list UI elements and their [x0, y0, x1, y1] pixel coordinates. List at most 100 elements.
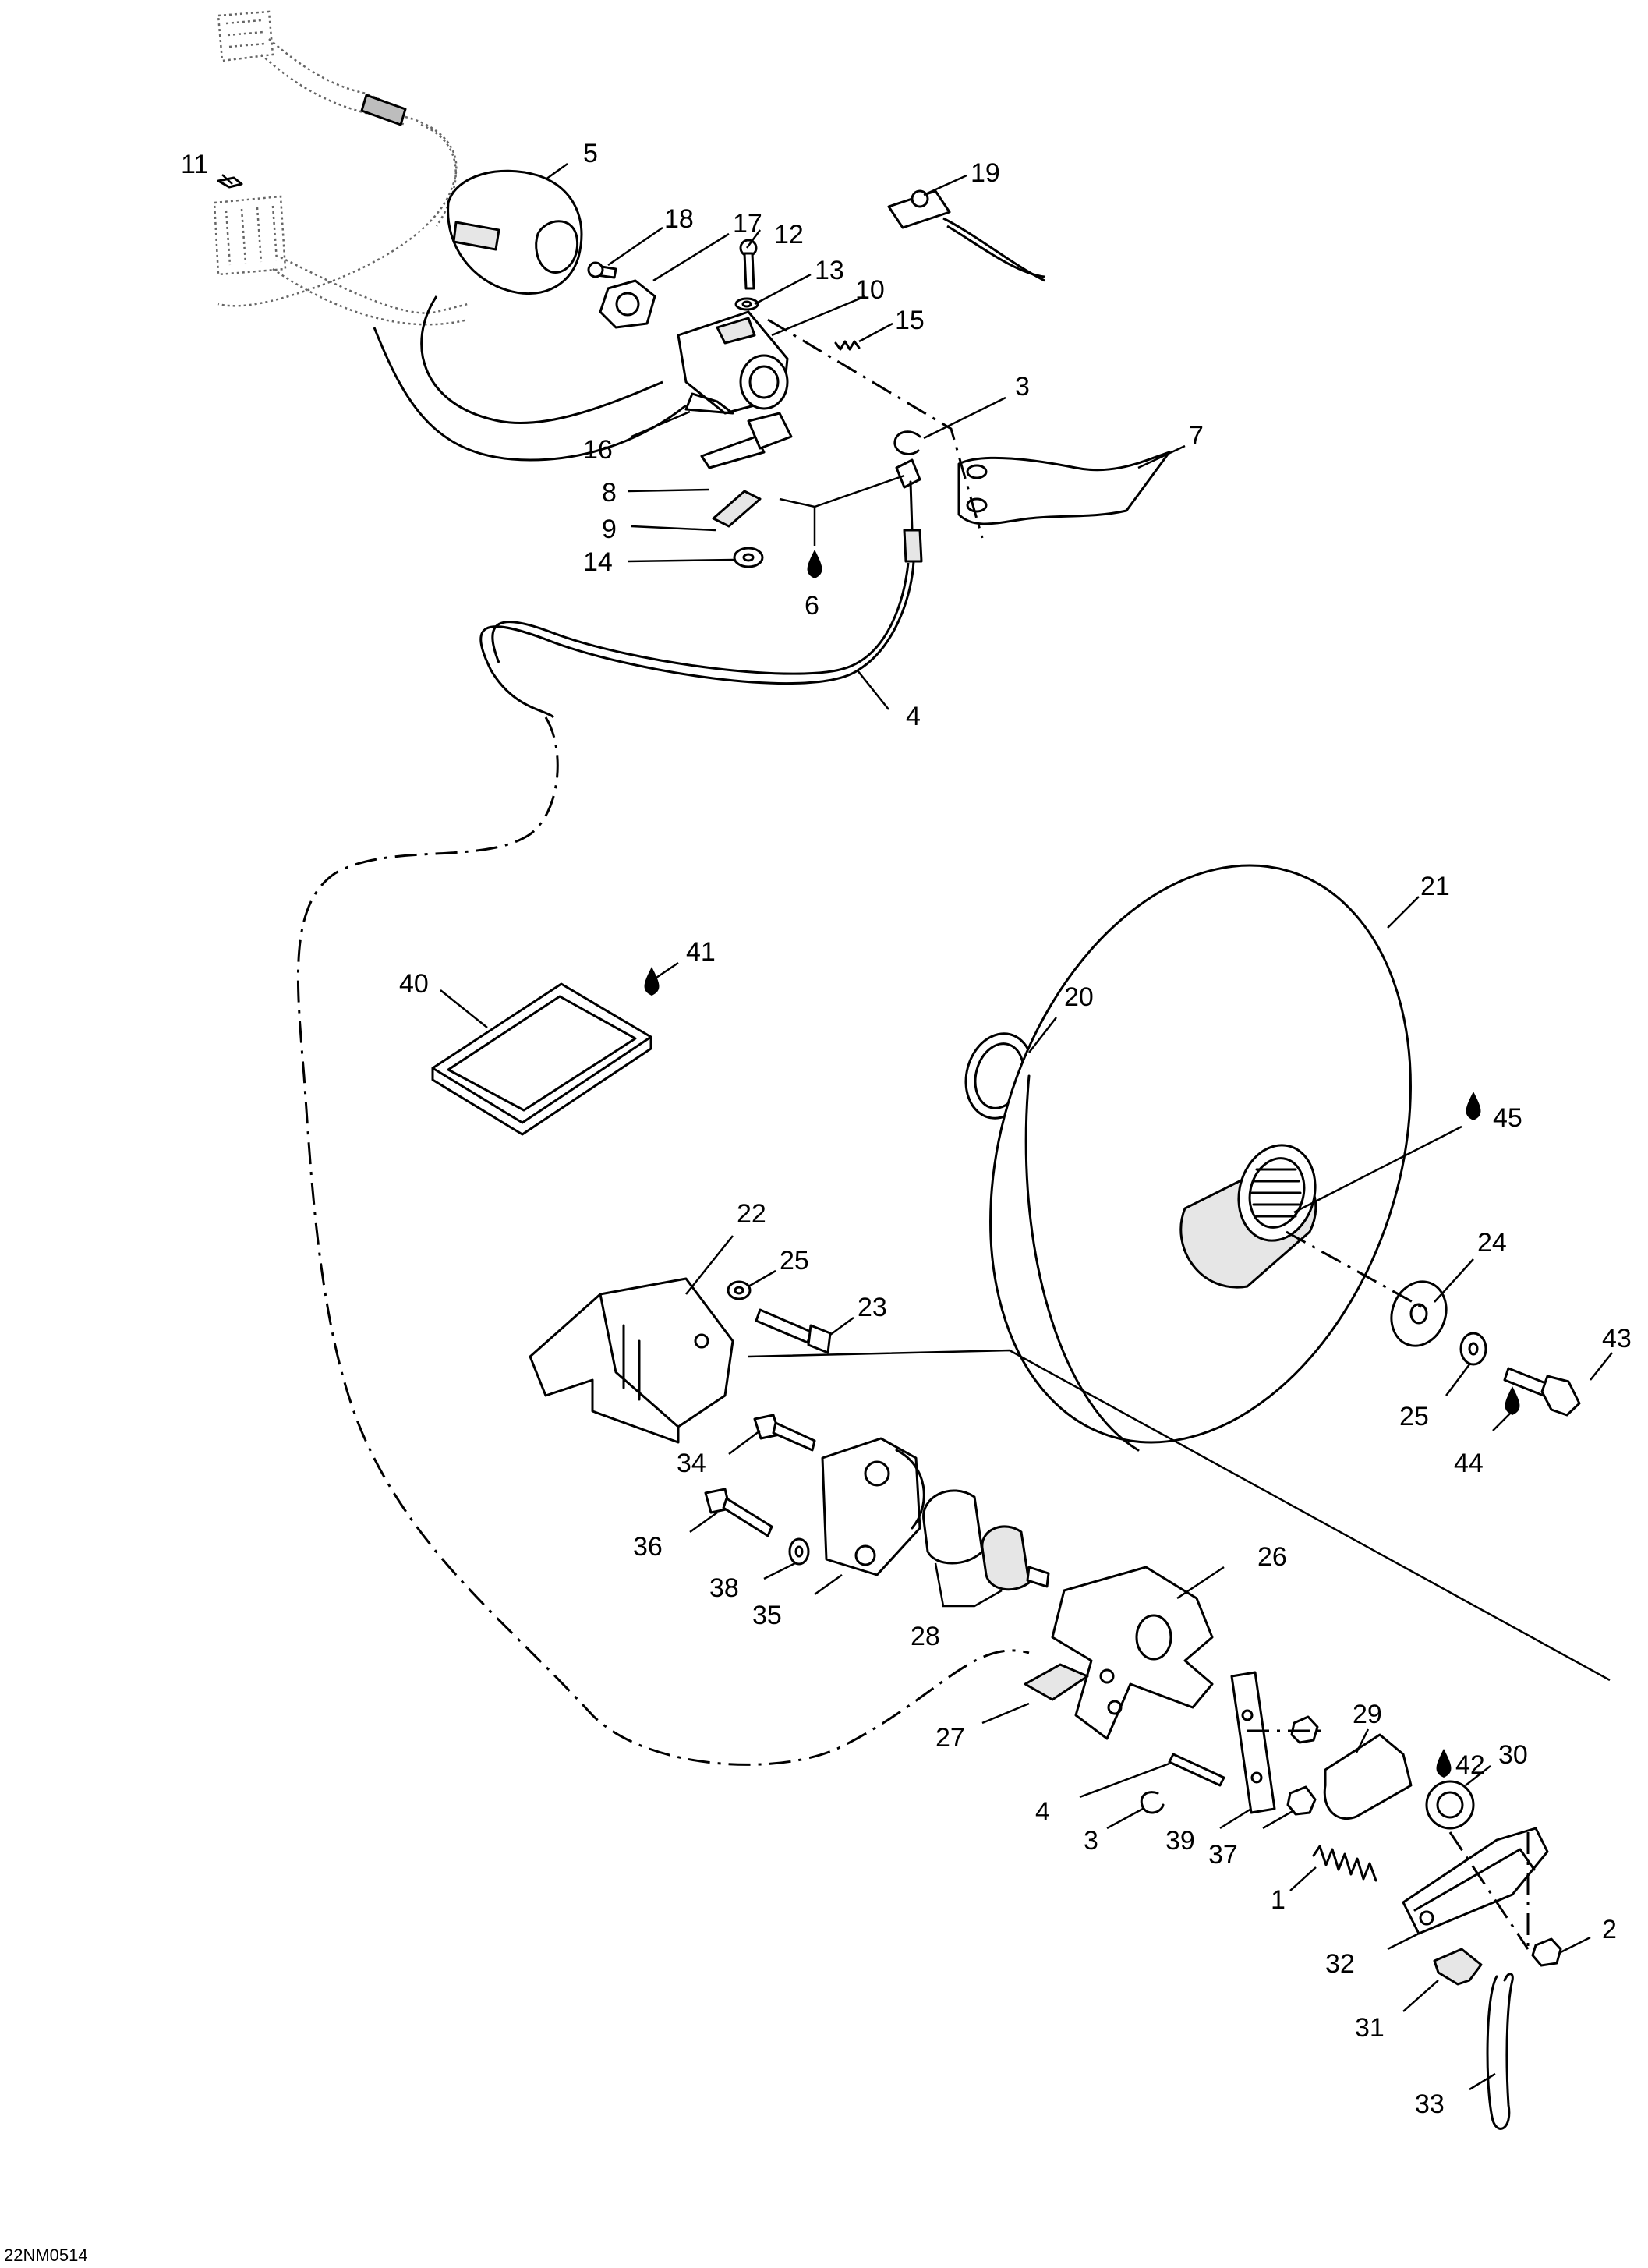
- oil-drop-icon-42: [1436, 1749, 1452, 1778]
- bolt-23: [755, 1308, 832, 1354]
- connector-11: [213, 176, 469, 326]
- callout-5: 5: [583, 139, 598, 168]
- lock-washer-14: [733, 547, 764, 568]
- callout-13: 13: [815, 256, 844, 285]
- callout-21: 21: [1420, 872, 1450, 901]
- callout-25-left: 25: [780, 1246, 809, 1276]
- callout-39: 39: [1165, 1826, 1195, 1856]
- callout-22: 22: [737, 1199, 766, 1229]
- throttle-lever-7: [957, 451, 1171, 525]
- callout-10: 10: [855, 275, 885, 305]
- callout-4-top: 4: [906, 702, 921, 731]
- callout-33: 33: [1415, 2089, 1445, 2119]
- callout-26: 26: [1257, 1542, 1287, 1572]
- callout-31: 31: [1355, 2013, 1385, 2043]
- cover-plate-40: [431, 982, 652, 1136]
- spring-clip-27: [1024, 1663, 1089, 1701]
- screw-17: [739, 239, 758, 290]
- connector-19: [887, 189, 1045, 282]
- callout-34: 34: [677, 1449, 706, 1478]
- callout-3-top: 3: [1015, 372, 1030, 402]
- leader-lines: [221, 162, 1613, 2091]
- screw-18: [587, 261, 617, 279]
- callout-15: 15: [895, 306, 925, 335]
- callout-17: 17: [733, 209, 762, 239]
- callout-8: 8: [602, 478, 617, 508]
- bracket-39: [1230, 1671, 1276, 1814]
- bolt-34: [753, 1414, 816, 1452]
- lever-8: [700, 412, 793, 469]
- assembly-boundary-phantom: [296, 716, 1030, 1766]
- callout-24: 24: [1477, 1228, 1507, 1258]
- brake-disc-21: [989, 864, 1412, 1452]
- callout-40: 40: [399, 969, 429, 999]
- callout-23: 23: [858, 1293, 887, 1322]
- callout-35: 35: [752, 1601, 782, 1630]
- callout-7: 7: [1189, 421, 1204, 451]
- callout-18: 18: [664, 204, 694, 234]
- pin-4-lower: [1168, 1753, 1225, 1787]
- callout-25-right: 25: [1399, 1402, 1429, 1431]
- oil-drop-icon-45: [1466, 1092, 1481, 1120]
- mounting-plate-18: [599, 279, 656, 329]
- callout-3-bottom: 3: [1084, 1826, 1098, 1856]
- callout-9: 9: [602, 515, 617, 544]
- mounting-bracket-22: [529, 1277, 734, 1444]
- retainer-9: [712, 490, 762, 528]
- callout-2: 2: [1602, 1915, 1617, 1944]
- callout-38: 38: [709, 1573, 739, 1603]
- callout-20: 20: [1064, 982, 1094, 1012]
- adjuster-gear-30: [1425, 1780, 1475, 1830]
- callout-45: 45: [1493, 1103, 1522, 1133]
- callout-1: 1: [1271, 1885, 1286, 1915]
- cables-to-switch: [373, 295, 687, 462]
- callout-32: 32: [1325, 1949, 1355, 1979]
- e-clip-3-top: [893, 430, 921, 455]
- callout-11: 11: [181, 150, 208, 179]
- grip-heater-housing-5: [447, 169, 583, 295]
- brake-pad-28b: [981, 1525, 1050, 1591]
- spring-15: [834, 340, 861, 351]
- callout-30: 30: [1498, 1740, 1528, 1770]
- throttle-cable-4: [479, 561, 915, 719]
- callout-14: 14: [583, 547, 613, 577]
- callout-41: 41: [686, 937, 716, 967]
- cable-end-4-top: [895, 458, 923, 563]
- splined-hub: [1179, 1144, 1317, 1289]
- drawing-reference-code: 22NM0514: [4, 2245, 88, 2265]
- callout-36: 36: [633, 1532, 663, 1562]
- washer-38: [788, 1537, 810, 1566]
- throttle-switch-housing-10: [677, 310, 789, 415]
- callout-6: 6: [805, 591, 819, 621]
- bolt-43: [1503, 1367, 1581, 1417]
- washer-25-left: [727, 1280, 752, 1300]
- nut-2: [1531, 1937, 1562, 1967]
- callout-44: 44: [1454, 1449, 1484, 1478]
- lock-washer-25-right: [1459, 1332, 1487, 1366]
- clip-31: [1433, 1948, 1483, 1986]
- callout-43: 43: [1602, 1324, 1632, 1353]
- washer-13: [734, 297, 759, 311]
- cam-lever-29: [1323, 1733, 1413, 1820]
- brake-lever-32: [1402, 1827, 1549, 1935]
- oil-drop-icon-44: [1505, 1386, 1520, 1415]
- callout-labels: 1 2 3 3 4 4 5 6 7 8 9 10 11 12 13 14 15 …: [181, 139, 1632, 2119]
- callout-27: 27: [935, 1723, 965, 1753]
- brake-pad-28a: [922, 1489, 984, 1565]
- oil-drop-icon-6: [807, 550, 822, 578]
- callout-42: 42: [1455, 1750, 1485, 1780]
- spring-33: [1486, 1973, 1514, 2130]
- callout-29: 29: [1353, 1700, 1382, 1729]
- callout-16: 16: [583, 435, 613, 465]
- callout-4-bottom: 4: [1035, 1797, 1050, 1827]
- washer-24: [1390, 1280, 1448, 1347]
- nut-37: [1286, 1715, 1319, 1816]
- callout-12: 12: [774, 220, 804, 249]
- bolt-36: [704, 1488, 773, 1537]
- caliper-body-26: [1051, 1566, 1214, 1740]
- wiring-harness-connector: [217, 10, 458, 307]
- callout-37: 37: [1208, 1840, 1238, 1870]
- callout-28: 28: [911, 1622, 940, 1651]
- e-clip-3-lower: [1140, 1791, 1165, 1814]
